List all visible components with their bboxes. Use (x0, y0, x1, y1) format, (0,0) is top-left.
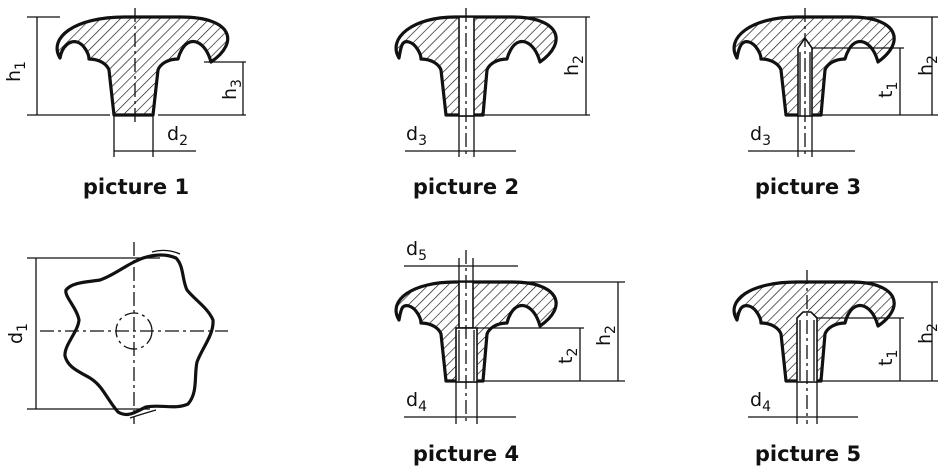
picture-5-caption: picture 5 (755, 442, 861, 466)
knob-body-through-hole (394, 15, 558, 117)
bore-circle (115, 312, 153, 350)
dim-label-t1: t1 (875, 82, 901, 98)
top-view: d1 (5, 242, 228, 424)
dim-label-d3: d3 (406, 123, 427, 149)
dim-label-h2: h2 (915, 55, 938, 76)
dim-label-h2: h2 (915, 323, 938, 344)
dim-label-d4: d4 (750, 389, 771, 415)
star-knob-outline (63, 253, 215, 417)
picture-4-section-view: d5 t2 h2 d4 picture 4 (394, 238, 625, 466)
dim-label-d5: d5 (406, 238, 427, 264)
picture-3-section-view: t1 h2 d3 picture 3 (732, 8, 938, 199)
dim-label-t2: t2 (555, 348, 581, 364)
dim-label-d1: d1 (5, 323, 31, 344)
picture-4-caption: picture 4 (413, 442, 519, 466)
picture-5-section-view: t1 h2 d4 picture 5 (732, 270, 938, 466)
picture-1-caption: picture 1 (83, 175, 189, 199)
picture-1-section-view: h1 h3 d2 picture 1 (3, 8, 246, 199)
picture-2-caption: picture 2 (413, 175, 519, 199)
dim-label-h2: h2 (561, 55, 587, 76)
dim-label-h2: h2 (593, 325, 619, 346)
picture-3-caption: picture 3 (755, 175, 861, 199)
knob-body-solid (55, 15, 230, 117)
dim-label-h3: h3 (219, 79, 245, 100)
picture-2-section-view: h2 d3 picture 2 (394, 8, 590, 199)
dim-label-t1: t1 (875, 350, 901, 366)
dim-label-d4: d4 (406, 389, 427, 415)
dim-label-d2: d2 (167, 123, 188, 149)
dim-label-h1: h1 (3, 61, 29, 82)
dim-label-d3: d3 (750, 123, 771, 149)
knob-body-blind-hole (732, 15, 896, 117)
